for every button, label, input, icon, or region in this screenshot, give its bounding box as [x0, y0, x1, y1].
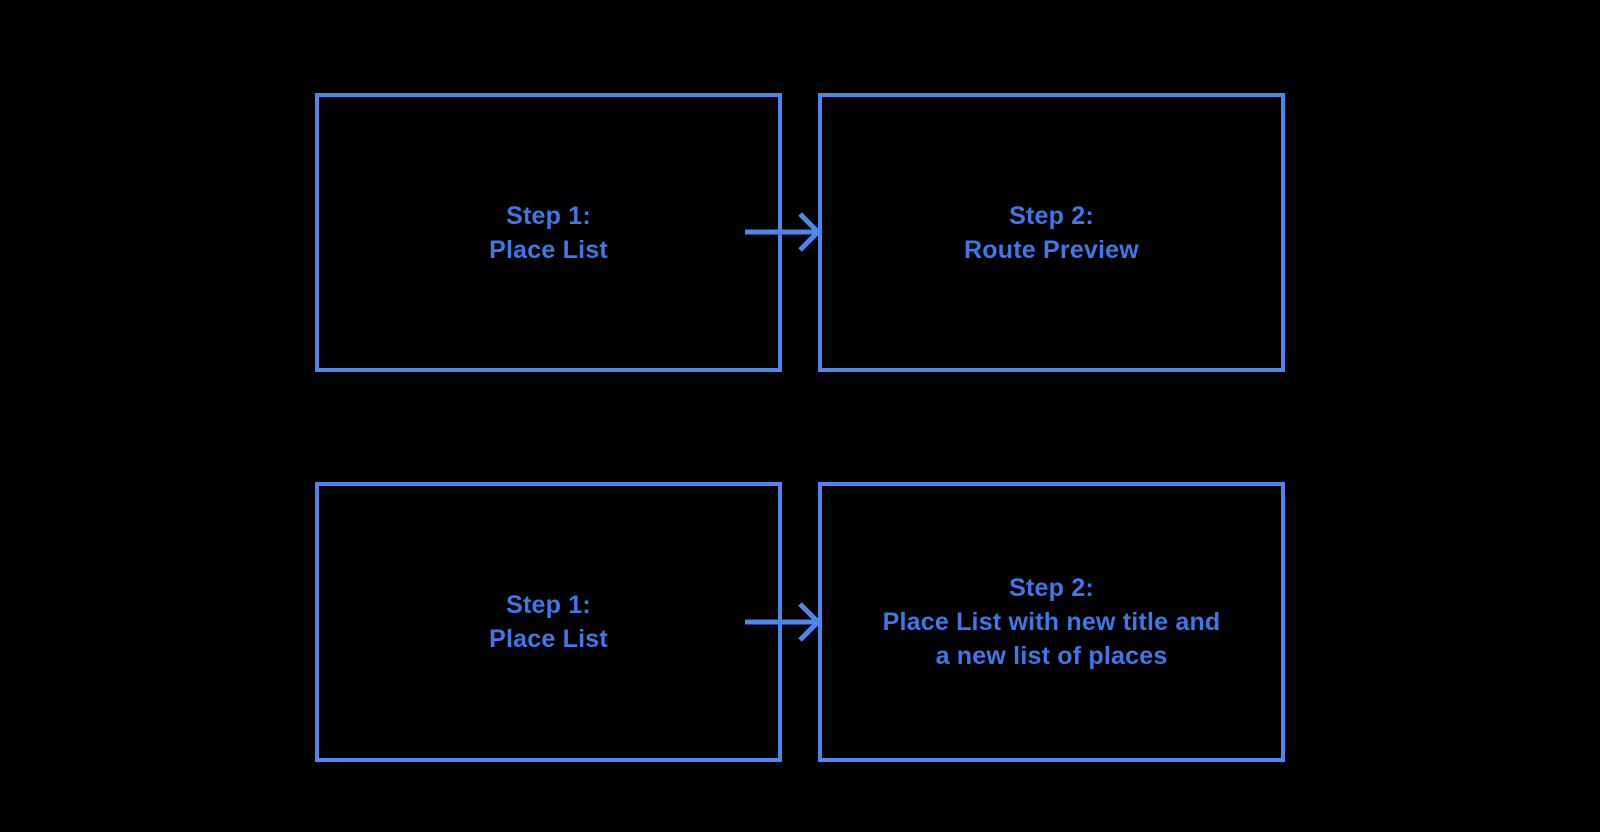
- box-label-line: Step 1:: [506, 591, 591, 619]
- box-label-line: Step 2:: [1009, 201, 1094, 230]
- box-label-line: Route Preview: [964, 235, 1139, 264]
- box-label: Step 2: Place List with new title and a …: [883, 571, 1221, 673]
- arrow-right-icon: [745, 602, 822, 642]
- box-label-line: Place List with new title and: [882, 608, 1221, 636]
- box-label-line: Step 2:: [1009, 574, 1094, 602]
- arrow-right-icon: [745, 212, 822, 252]
- box-label-line: Step 1:: [506, 201, 591, 230]
- box-label-line: a new list of places: [935, 642, 1168, 670]
- box-label-line: Place List: [489, 235, 608, 264]
- box-step2-place-list-updated: Step 2: Place List with new title and a …: [818, 482, 1285, 762]
- box-label-line: Place List: [489, 625, 608, 653]
- box-label: Step 2: Route Preview: [964, 199, 1139, 267]
- box-step1-place-list-top: Step 1: Place List: [315, 93, 782, 372]
- box-step1-place-list-bottom: Step 1: Place List: [315, 482, 782, 762]
- box-label: Step 1: Place List: [489, 588, 608, 656]
- box-step2-route-preview: Step 2: Route Preview: [818, 93, 1285, 372]
- box-label: Step 1: Place List: [489, 199, 608, 267]
